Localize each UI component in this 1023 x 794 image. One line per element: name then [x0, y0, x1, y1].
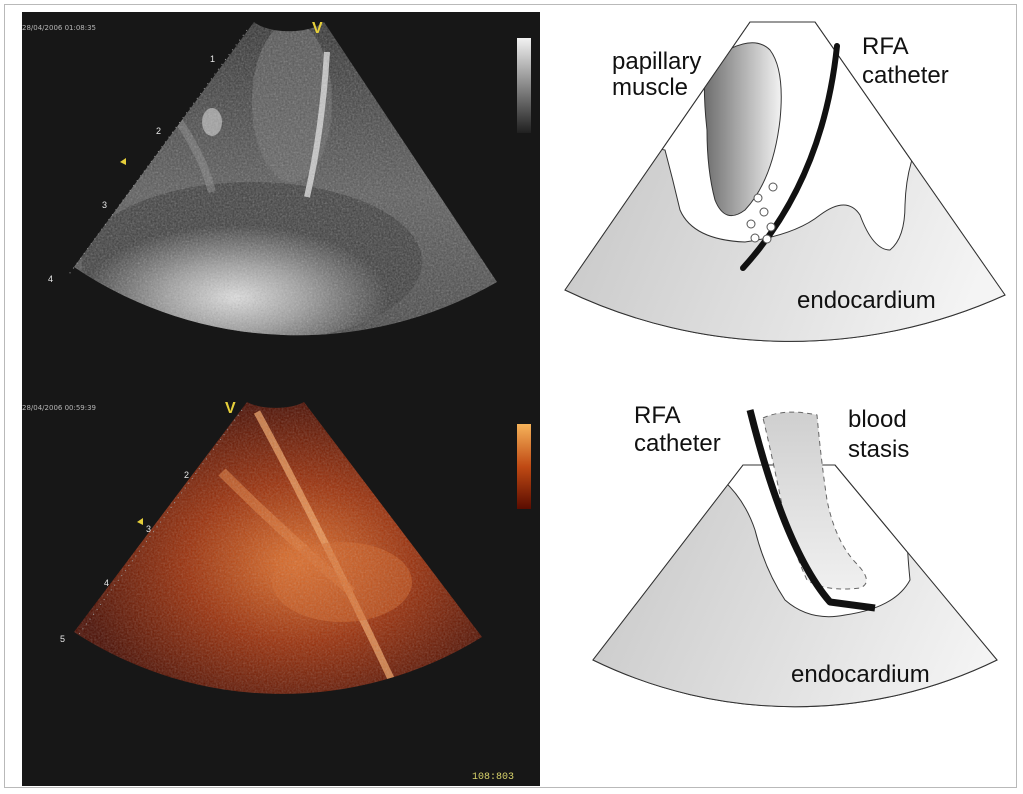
orange-colorbar: [517, 424, 531, 509]
timestamp-bottom: 28/04/2006 00:59:39: [22, 404, 96, 412]
grayscale-ultrasound-sector: [62, 12, 522, 382]
label-papillary-muscle-2: muscle: [612, 74, 688, 101]
depth-tick-label: 3: [102, 200, 107, 210]
label-rfa-catheter-top-1: RFA: [862, 33, 909, 60]
depth-tick-label: 4: [48, 274, 53, 284]
label-endocardium-bottom: endocardium: [791, 661, 930, 688]
label-rfa-catheter-bottom-1: RFA: [634, 402, 681, 429]
label-blood-stasis-1: blood: [848, 406, 907, 433]
schematic-diagrams: [555, 10, 1015, 780]
label-rfa-catheter-top-2: catheter: [862, 62, 949, 89]
depth-tick-label: 4: [104, 578, 109, 588]
probe-marker-bottom: V: [225, 400, 236, 418]
label-endocardium-top: endocardium: [797, 287, 936, 314]
diagram-bottom: [555, 410, 1015, 780]
depth-tick-label: 3: [146, 524, 151, 534]
depth-tick-label: 2: [156, 126, 161, 136]
label-blood-stasis-2: stasis: [848, 436, 909, 463]
focus-marker-bottom: [137, 518, 143, 525]
focus-marker-top: [120, 158, 126, 165]
timestamp-top: 28/04/2006 01:08:35: [22, 24, 96, 32]
grayscale-colorbar: [517, 38, 531, 133]
probe-marker-top: V: [312, 20, 323, 38]
label-rfa-catheter-bottom-2: catheter: [634, 430, 721, 457]
color-ultrasound-sector: [62, 392, 502, 772]
depth-tick-label: 5: [60, 634, 65, 644]
label-papillary-muscle-1: papillary: [612, 48, 701, 75]
depth-tick-label: 1: [210, 54, 215, 64]
ultrasound-images: [22, 12, 540, 786]
ultrasound-panel: 28/04/2006 01:08:35 28/04/2006 00:59:39 …: [22, 12, 540, 786]
depth-tick-label: 2: [184, 470, 189, 480]
frame-counter: 108:803: [472, 772, 514, 783]
